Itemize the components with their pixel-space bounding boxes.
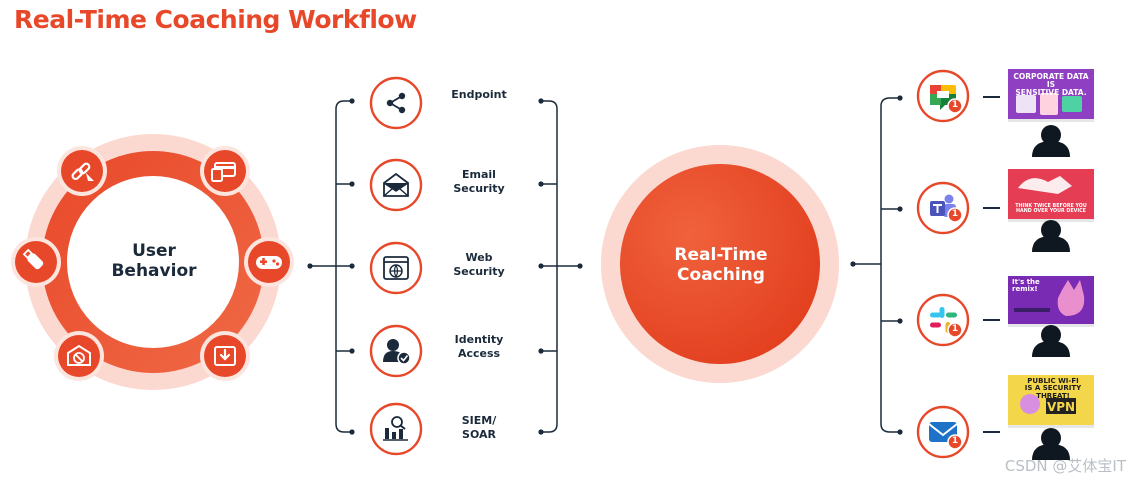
credit-card-icon xyxy=(200,146,250,196)
email-blocked-icon xyxy=(54,331,104,381)
banner-text-remix: It's the remix! xyxy=(1012,278,1040,294)
browser-globe-icon xyxy=(369,241,423,295)
screen-corporate-data xyxy=(1008,69,1094,122)
envelope-open-icon xyxy=(369,158,423,212)
analytics-search-icon xyxy=(369,402,423,456)
badge-count: 1 xyxy=(951,324,959,334)
badge-count: 1 xyxy=(951,436,959,446)
person-icon xyxy=(1032,125,1070,157)
left-bracket-dots xyxy=(307,98,355,435)
category-label-siem-soar: SIEM/ SOAR xyxy=(461,414,497,441)
download-icon xyxy=(200,331,250,381)
screen-public-wifi: VPN xyxy=(1008,375,1094,428)
right-bracket xyxy=(853,97,900,433)
user-behavior-label: User Behavior xyxy=(111,241,197,282)
person-silhouettes xyxy=(1032,125,1070,460)
user-check-icon xyxy=(369,324,423,378)
coaching-label: Real-Time Coaching xyxy=(674,245,768,286)
channel-dashes xyxy=(983,96,1000,433)
screen-remix xyxy=(1008,276,1094,327)
notification-badges xyxy=(947,98,963,450)
user-behavior-cluster xyxy=(25,134,281,390)
category-label-web-security: Web Security xyxy=(453,251,505,278)
microsoft-teams-icon xyxy=(916,181,970,235)
email-icon xyxy=(916,405,970,459)
category-label-endpoint: Endpoint xyxy=(451,88,507,101)
person-icon xyxy=(1032,220,1070,252)
vpn-banner-text: VPN xyxy=(1047,400,1075,414)
banner-text-think-twice: THINK TWICE BEFORE YOU HAND OVER YOUR DE… xyxy=(1015,204,1087,215)
usb-drive-icon xyxy=(11,237,61,287)
banner-text-public-wifi: PUBLIC WI-FI IS A SECURITY THREAT! xyxy=(1024,377,1082,400)
badge-count: 1 xyxy=(951,100,959,110)
coaching-hub xyxy=(601,145,839,383)
gamepad-icon xyxy=(244,237,294,287)
banner-text-corporate-data: CORPORATE DATA IS SENSITIVE DATA. xyxy=(1013,72,1089,97)
slack-icon xyxy=(916,293,970,347)
middle-bracket xyxy=(541,100,580,433)
google-chat-icon xyxy=(916,69,970,123)
person-icon xyxy=(1032,325,1070,357)
middle-bracket-dots xyxy=(538,98,583,435)
user-behavior-core xyxy=(67,176,239,348)
left-bracket xyxy=(310,100,352,433)
person-icon xyxy=(1032,428,1070,460)
badge-count: 1 xyxy=(951,209,959,219)
page-title: Real-Time Coaching Workflow xyxy=(14,5,417,34)
share-nodes-icon xyxy=(369,76,423,130)
watermark: CSDN @艾体宝IT xyxy=(1004,457,1126,475)
category-label-email-security: Email Security xyxy=(453,168,505,195)
category-label-identity-access: Identity Access xyxy=(454,333,504,360)
link-chain-icon xyxy=(57,146,107,196)
right-bracket-dots xyxy=(850,95,903,435)
